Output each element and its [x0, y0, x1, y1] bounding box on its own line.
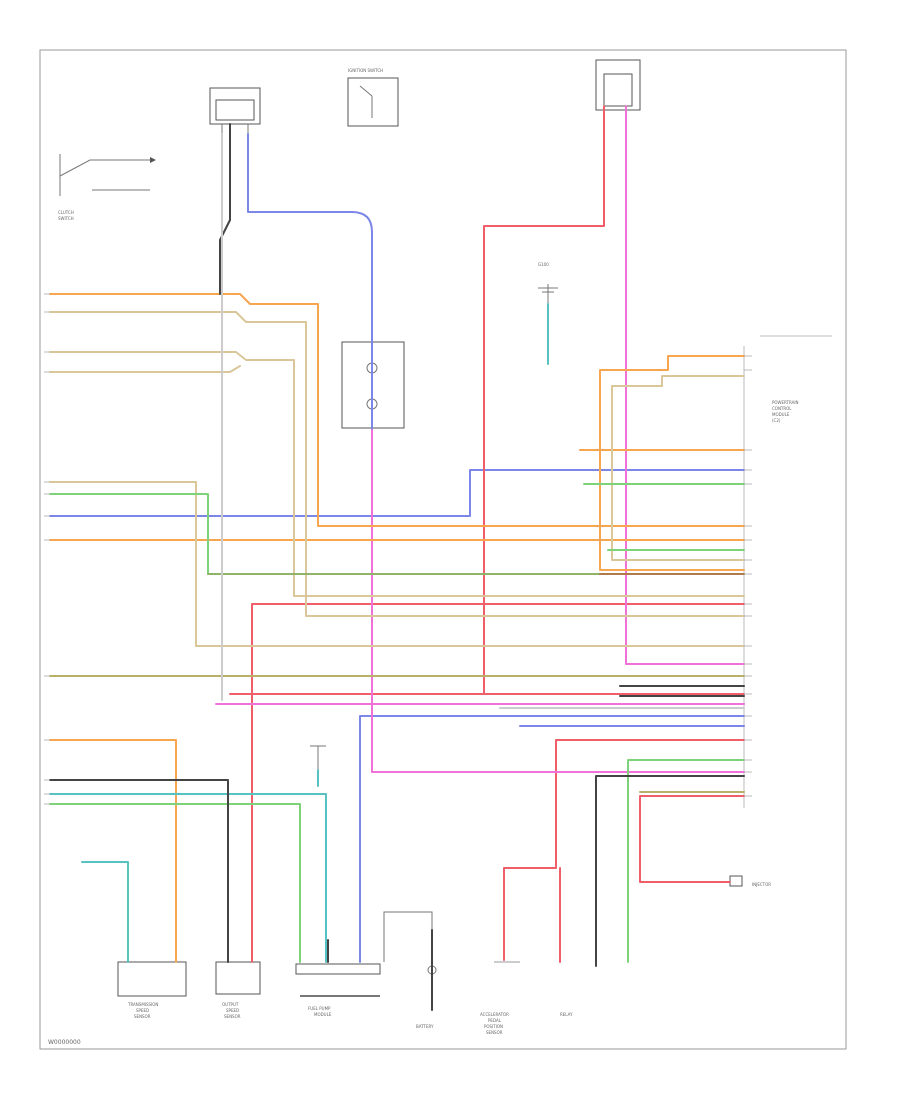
svg-text:POWERTRAIN: POWERTRAIN — [772, 400, 799, 405]
svg-text:SENSOR: SENSOR — [224, 1014, 241, 1019]
pcm-label: POWERTRAIN CONTROL MODULE (C2) — [772, 400, 799, 423]
svg-text:INJECTOR: INJECTOR — [752, 882, 771, 887]
wire-teal-2 — [81, 861, 129, 963]
relay-box — [383, 911, 437, 975]
injector-label: INJECTOR — [752, 882, 771, 887]
svg-text:PEDAL: PEDAL — [488, 1018, 502, 1023]
wire-red-sensor — [251, 603, 745, 963]
right-ground-connector — [729, 875, 743, 887]
relay-label: RELAY — [560, 1012, 573, 1017]
svg-text:CONTROL: CONTROL — [772, 406, 792, 411]
svg-text:MODULE: MODULE — [314, 1012, 332, 1017]
svg-text:BATTERY: BATTERY — [416, 1024, 434, 1029]
fuel-pump-label: FUEL PUMP MODULE — [308, 1006, 332, 1017]
wire-blue-pcm — [49, 469, 745, 517]
ground-symbol — [538, 284, 558, 304]
svg-text:IGNITION SWITCH: IGNITION SWITCH — [348, 68, 383, 73]
wire-tan-right — [611, 375, 745, 561]
wire-tan-4 — [49, 481, 745, 647]
wire-black-clutch — [219, 123, 231, 295]
small-ground-bottom — [310, 745, 326, 770]
svg-text:OUTPUT: OUTPUT — [222, 1002, 239, 1007]
wire-tan-1 — [49, 311, 745, 617]
wire-green-2 — [49, 803, 301, 963]
svg-text:FUEL PUMP: FUEL PUMP — [308, 1006, 331, 1011]
pcm-pin-ticks — [744, 355, 752, 797]
accelerator-label: ACCELERATOR PEDAL POSITION SENSOR — [480, 1012, 509, 1035]
battery-label: BATTERY — [416, 1024, 434, 1029]
left-pin-ticks — [44, 293, 50, 805]
svg-text:SPEED: SPEED — [136, 1008, 149, 1013]
wire-pink-main — [371, 429, 745, 773]
ground-label: G100 — [538, 262, 549, 267]
wire-orange-sensor — [49, 739, 177, 963]
wire-green-1 — [49, 493, 745, 575]
transmission-sensor-label: TRANSMISSION SPEED SENSOR — [127, 1002, 158, 1019]
svg-text:MODULE: MODULE — [772, 412, 790, 417]
svg-text:POSITION: POSITION — [484, 1024, 503, 1029]
svg-text:CLUTCH: CLUTCH — [58, 210, 74, 215]
top-right-connector — [595, 59, 641, 111]
svg-text:SENSOR: SENSOR — [486, 1030, 503, 1035]
svg-text:(C2): (C2) — [772, 418, 781, 423]
wire-tan-3 — [49, 365, 241, 373]
clutch-switch-label: CLUTCH SWITCH — [58, 210, 74, 221]
transmission-sensor-box — [117, 961, 187, 997]
svg-text:ACCELERATOR: ACCELERATOR — [480, 1012, 509, 1017]
fuel-pump-module — [295, 963, 381, 997]
svg-text:G100: G100 — [538, 262, 549, 267]
output-sensor-label: OUTPUT SPEED SENSOR — [222, 1002, 241, 1019]
output-sensor-box — [215, 961, 261, 995]
wire-orange-1 — [49, 293, 745, 527]
wire-red-bottom — [503, 739, 745, 961]
ignition-switch — [347, 77, 399, 127]
wire-teal-1 — [49, 793, 327, 963]
pcm-bracket — [743, 335, 832, 808]
wire-orange-right — [599, 355, 745, 571]
svg-text:SENSOR: SENSOR — [134, 1014, 151, 1019]
page-id-label: W0000000 — [48, 1039, 81, 1046]
wire-pink-upper — [625, 105, 745, 665]
svg-text:TRANSMISSION: TRANSMISSION — [127, 1002, 158, 1007]
top-left-switch — [209, 87, 261, 134]
wire-tan-2 — [49, 351, 745, 597]
wire-black-sensor — [49, 779, 229, 963]
wire-red-right — [639, 795, 745, 883]
svg-text:RELAY: RELAY — [560, 1012, 573, 1017]
ignition-switch-label: IGNITION SWITCH — [348, 68, 383, 73]
svg-text:SPEED: SPEED — [226, 1008, 239, 1013]
wire-blue-fuel — [359, 715, 745, 963]
wire-black-mid — [595, 775, 745, 967]
clutch-switch — [59, 154, 156, 196]
wire-red-top — [483, 105, 605, 695]
diagram-frame — [39, 49, 847, 1050]
wire-blue-top — [247, 133, 373, 431]
svg-text:SWITCH: SWITCH — [58, 216, 74, 221]
wire-green-right — [627, 759, 745, 963]
